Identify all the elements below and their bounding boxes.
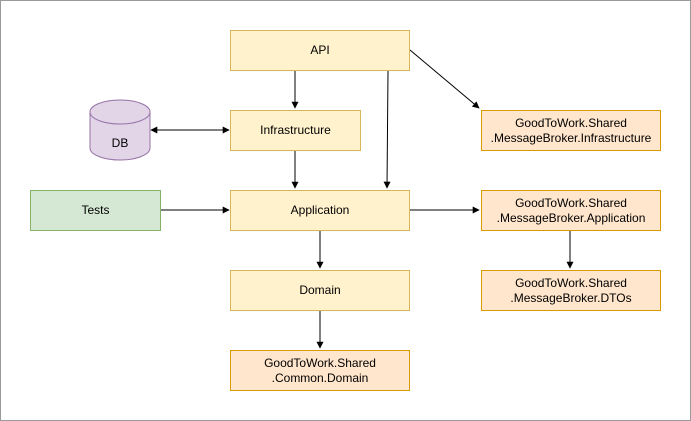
shared-application-node[interactable]: GoodToWork.Shared .MessageBroker.Applica… bbox=[481, 190, 661, 231]
api-label: API bbox=[310, 43, 330, 57]
shared-dtos-node[interactable]: GoodToWork.Shared .MessageBroker.DTOs bbox=[481, 270, 661, 311]
edge-api-application bbox=[383, 70, 391, 189]
domain-node[interactable]: Domain bbox=[230, 270, 410, 311]
shared-dtos-line-1: GoodToWork.Shared bbox=[515, 275, 627, 290]
shared-application-line-2: .MessageBroker.Application bbox=[496, 210, 646, 225]
tests-label: Tests bbox=[81, 203, 110, 217]
shared-application-line-1: GoodToWork.Shared bbox=[515, 195, 627, 210]
domain-label: Domain bbox=[299, 283, 341, 297]
application-node[interactable]: Application bbox=[230, 190, 410, 231]
infrastructure-label: Infrastructure bbox=[260, 123, 331, 137]
tests-node[interactable]: Tests bbox=[30, 190, 161, 231]
db-cylinder-icon bbox=[89, 99, 151, 161]
shared-dtos-line-2: .MessageBroker.DTOs bbox=[510, 290, 632, 305]
db-label: DB bbox=[111, 136, 129, 150]
application-label: Application bbox=[290, 203, 350, 217]
shared-common-domain-line-2: .Common.Domain bbox=[271, 370, 369, 385]
infrastructure-node[interactable]: Infrastructure bbox=[230, 110, 361, 151]
shared-infrastructure-line-2: .MessageBroker.Infrastructure bbox=[490, 130, 652, 145]
shared-common-domain-line-1: GoodToWork.Shared bbox=[264, 355, 376, 370]
shared-infrastructure-node[interactable]: GoodToWork.Shared .MessageBroker.Infrast… bbox=[481, 110, 661, 151]
shared-common-domain-node[interactable]: GoodToWork.Shared .Common.Domain bbox=[230, 350, 410, 391]
api-node[interactable]: API bbox=[230, 30, 410, 71]
shared-infrastructure-line-1: GoodToWork.Shared bbox=[515, 115, 627, 130]
edge-api-shared-infrastructure bbox=[409, 49, 480, 109]
